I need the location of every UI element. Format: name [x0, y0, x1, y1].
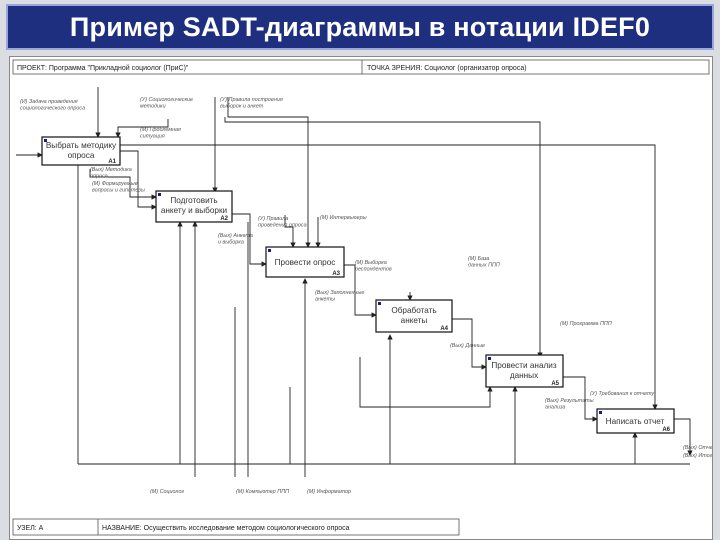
activity-block-a3: Провести опрос А3 — [265, 246, 345, 278]
arrow-label: (М) Информатор — [307, 489, 351, 495]
footer-name: НАЗВАНИЕ: Осуществить исследование метод… — [102, 525, 350, 532]
arrow-label: выборок и анкет — [220, 104, 264, 110]
svg-text:Обработать: Обработать — [391, 306, 436, 315]
svg-text:Написать отчет: Написать отчет — [606, 417, 665, 426]
svg-text:А1: А1 — [108, 159, 116, 165]
arrow-label: (Вых) Итоги — [683, 453, 712, 459]
activity-block-a1: Выбрать методику опроса А1 — [41, 136, 121, 166]
svg-text:опроса: опроса — [68, 151, 95, 160]
activity-block-a2: Подготовить анкету и выборки А2 — [155, 190, 233, 223]
header-frame — [12, 59, 710, 75]
arrow-label: (У) Социологические — [140, 97, 193, 103]
arrow-label: (М) Социолог — [150, 489, 184, 495]
svg-text:анкеты: анкеты — [401, 316, 428, 325]
activity-block-a6: Написать отчет А6 — [596, 408, 675, 434]
arrow-label: (И) Задача проведения — [20, 99, 78, 105]
arrow-label: (М) Интервьюеры — [320, 215, 367, 221]
activity-block-a5: Провести анализ данных А5 — [485, 354, 564, 388]
arrow-label: опроса — [90, 174, 108, 180]
svg-text:Провести опрос: Провести опрос — [275, 258, 336, 267]
arrow-label: (М) База — [468, 256, 489, 262]
arrow-label: проведения опроса — [258, 223, 307, 229]
arrow-label: (М) Выборка — [355, 260, 387, 266]
svg-text:А2: А2 — [220, 216, 228, 222]
arrow-label: и выборка — [218, 240, 244, 246]
slide-title-bar: Пример SADT-диаграммы в нотации IDEF0 — [6, 4, 714, 50]
arrow-label: (У) Правила построения — [220, 97, 283, 103]
activity-block-a4: Обработать анкеты А4 — [375, 299, 453, 333]
arrow-label: (Вых) Заполненные — [315, 290, 364, 296]
arrow-label: (М) Программа ППП — [560, 321, 612, 327]
arrow-label: данных ППП — [468, 263, 500, 269]
svg-text:данных: данных — [510, 371, 538, 380]
svg-text:Подготовить: Подготовить — [170, 196, 217, 205]
arrow-label: социологического опроса — [20, 106, 85, 112]
svg-text:Выбрать методику: Выбрать методику — [46, 141, 117, 150]
arrow-label: (Вых) Данные — [450, 343, 485, 349]
arrow-label: (Вых) Методика — [90, 167, 132, 173]
arrow-label: (М) Компьютер ППП — [236, 489, 289, 495]
slide-title: Пример SADT-диаграммы в нотации IDEF0 — [69, 11, 651, 42]
arrow-label: анализа — [545, 405, 565, 411]
header-viewpoint: ТОЧКА ЗРЕНИЯ: Социолог (организатор опро… — [367, 65, 527, 72]
svg-text:А4: А4 — [440, 326, 448, 332]
idef0-diagram-sheet: ПРОЕКТ: Программа "Прикладной социолог (… — [9, 56, 713, 540]
arrow-label: (М) Проблемная — [140, 127, 181, 133]
header-project: ПРОЕКТ: Программа "Прикладной социолог (… — [17, 64, 189, 72]
arrow-label: ситуация — [140, 134, 165, 140]
svg-text:Провести анализ: Провести анализ — [491, 361, 556, 370]
svg-text:анкету и выборки: анкету и выборки — [161, 206, 227, 215]
footer-frame — [12, 518, 460, 536]
arrow-label: (У) Правила — [258, 216, 288, 222]
arrow-label: вопросы и гипотезы — [92, 188, 145, 194]
footer-node: УЗЕЛ: А — [17, 525, 44, 532]
arrow-label: респондентов — [354, 267, 392, 273]
svg-text:А5: А5 — [551, 381, 559, 387]
arrow-label: анкеты — [315, 297, 335, 303]
arrow-label: (Вых) Анкета — [218, 233, 253, 239]
arrow-label: (Вых) Отчет — [683, 445, 712, 451]
idef0-diagram: ПРОЕКТ: Программа "Прикладной социолог (… — [12, 59, 712, 536]
arrow-label: методики — [140, 104, 166, 110]
svg-text:А6: А6 — [662, 427, 670, 433]
svg-text:А3: А3 — [332, 271, 340, 277]
arrow-label: (У) Требования к отчету — [590, 391, 654, 397]
arrow-label: (Вых) Результаты — [545, 398, 594, 404]
arrow-label: (М) Формируемые — [92, 181, 138, 187]
